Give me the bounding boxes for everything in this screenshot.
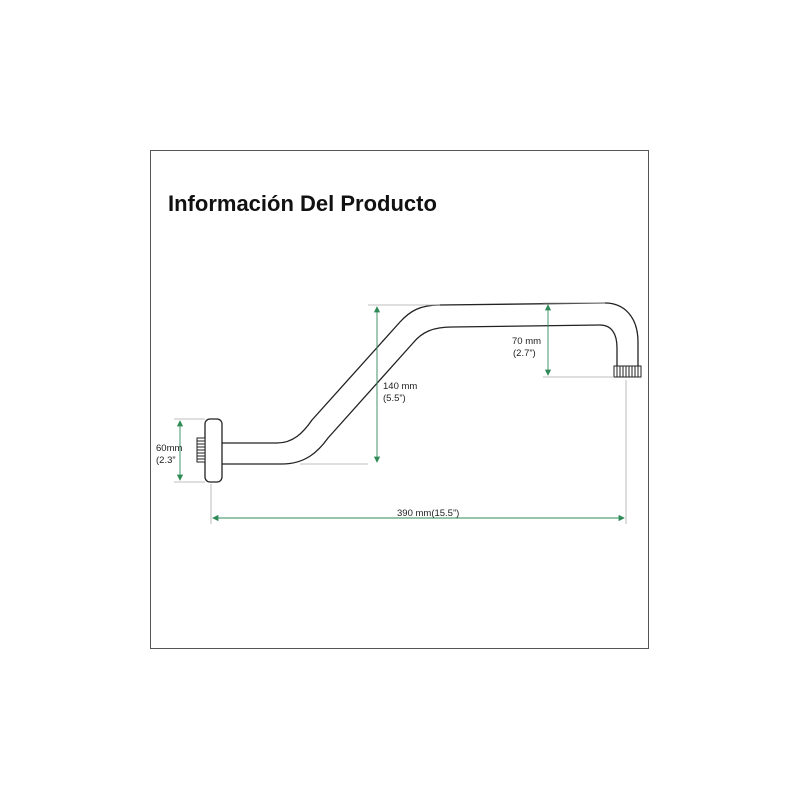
page-title: Información Del Producto xyxy=(168,191,437,216)
wall-flange xyxy=(204,418,223,483)
drop-height-label: 70 mm xyxy=(512,336,541,347)
diagram-frame xyxy=(150,150,649,649)
rise-height-label: 140 mm xyxy=(383,381,417,392)
shower-arm-pipe xyxy=(222,302,639,465)
threaded-outlet xyxy=(613,365,642,378)
extension-lines xyxy=(174,302,627,524)
drop-height-label-inches: (2.7”) xyxy=(513,348,536,359)
flange-diameter-label: 60mm xyxy=(156,443,182,454)
rise-height-label-inches: (5.5”) xyxy=(383,393,406,404)
flange-diameter-label-inches: (2.3” xyxy=(156,455,176,466)
dimension-arrows xyxy=(176,304,625,522)
threaded-inlet xyxy=(196,437,206,463)
total-length-label: 390 mm(15.5”) xyxy=(397,508,459,519)
